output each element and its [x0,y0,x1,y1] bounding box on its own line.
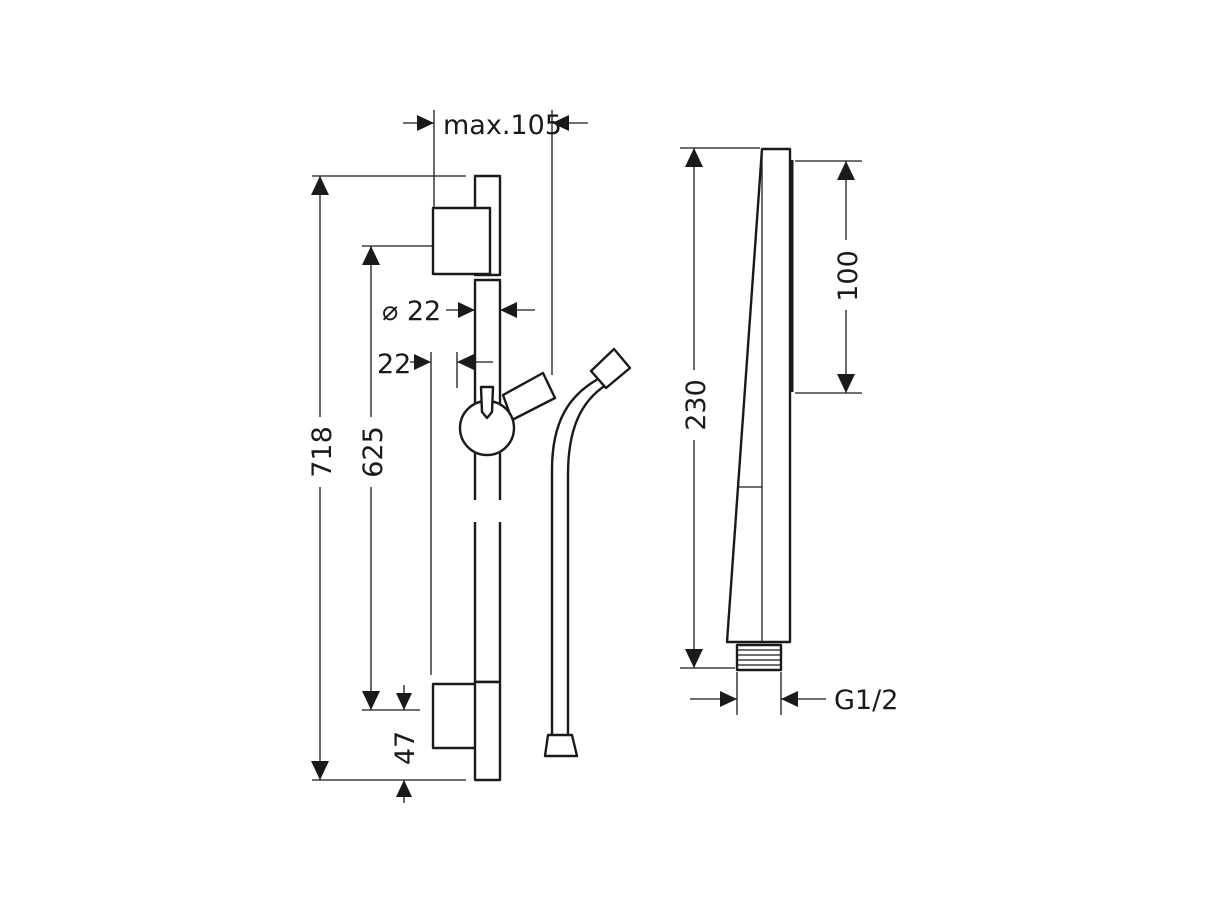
shower-rail-assembly [431,174,557,782]
connector-thread [735,643,783,672]
spray-face-label: 100 [833,250,864,302]
hand-shower-body [725,147,792,644]
bottom-offset-label: 47 [390,731,421,765]
dimension-bottom-offset: 47 [390,685,421,803]
dimension-rail-offset: 22 [377,349,493,675]
dimension-connection-thread: G1/2 [690,672,898,716]
rail-diameter-label: ⌀ 22 [382,296,441,327]
overall-height-label: 718 [307,426,338,478]
slider-lever [479,385,495,420]
rail-offset-label: 22 [377,349,411,380]
connection-thread-label: G1/2 [834,685,898,716]
dimension-handshower-length: 230 [680,147,760,669]
dimension-bracket-spacing: 625 [358,245,433,711]
handshower-length-label: 230 [681,379,712,431]
rail-middle-segment [473,278,502,684]
dimension-spray-face: 100 [795,160,864,394]
shower-hose [543,347,632,758]
max-projection-label: max.105 [443,110,562,141]
dimension-max-projection: max.105 [403,110,588,375]
rail-bottom-segment [473,680,502,782]
dimension-rail-diameter: ⌀ 22 [382,296,535,327]
hand-shower [725,147,794,672]
dimension-overall-height: 718 [307,175,466,781]
hose-bottom-nut [543,733,579,758]
hose-top-nut [589,347,632,390]
top-wall-bracket [431,206,492,276]
bracket-spacing-label: 625 [358,426,389,478]
